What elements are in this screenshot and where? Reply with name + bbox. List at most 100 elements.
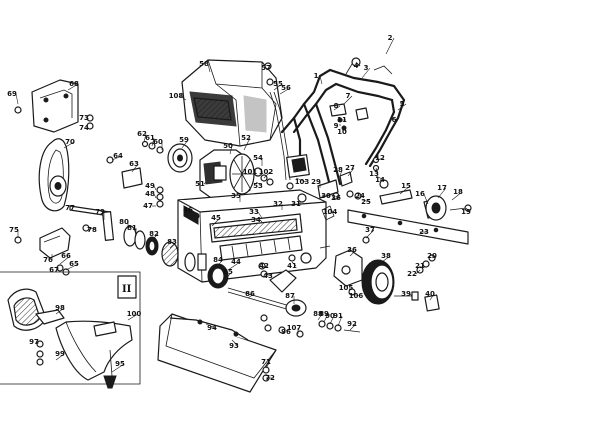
- leader-line-90: [329, 315, 335, 325]
- leader-line-12: [375, 157, 385, 161]
- leader-line-83: [169, 241, 177, 249]
- leader-line-108: [179, 95, 187, 101]
- bearing-assembly: [207, 254, 297, 311]
- belt-drive-cover: [14, 79, 94, 133]
- callout-50: 50: [223, 142, 233, 150]
- leader-line-21: [419, 265, 425, 269]
- leader-line-91: [337, 315, 343, 327]
- callout-14: 14: [375, 176, 385, 184]
- callout-25: 25: [361, 198, 371, 206]
- leader-line-33: [257, 211, 263, 219]
- leader-line-70: [63, 141, 75, 149]
- leader-line-43: [263, 273, 273, 277]
- leader-line-61: [151, 137, 155, 147]
- leader-line-38: [381, 255, 391, 263]
- push-handle: [280, 57, 406, 188]
- callout-22: 22: [407, 270, 417, 278]
- leader-line-18: [451, 191, 463, 201]
- drive-belt: [38, 138, 70, 212]
- callout-90: 90: [325, 312, 335, 320]
- callout-62: 62: [137, 130, 147, 138]
- bracket-and-washers: [106, 156, 164, 208]
- callout-94: 94: [207, 324, 217, 332]
- callout-20: 20: [427, 252, 437, 260]
- leader-line-106: [351, 293, 361, 297]
- callout-63: 63: [129, 160, 139, 168]
- callout-103: 103: [295, 178, 310, 186]
- rear-wheel: [361, 254, 440, 312]
- leader-line-50: [229, 145, 233, 155]
- callout-35: 35: [231, 192, 241, 200]
- callout-61: 61: [145, 134, 155, 142]
- motor-cover: [181, 59, 283, 147]
- leader-line-56: [279, 87, 291, 95]
- callout-68: 68: [69, 80, 79, 88]
- leader-line-25: [361, 199, 371, 203]
- leader-line-59: [181, 139, 189, 149]
- callout-88: 88: [313, 310, 323, 318]
- callout-74: 74: [79, 124, 89, 132]
- callout-86: 86: [245, 290, 255, 298]
- leader-line-88: [317, 313, 323, 321]
- leader-line-2: [385, 37, 395, 55]
- leader-line-84: [217, 259, 223, 267]
- leader-line-36: [349, 249, 357, 257]
- leader-line-58: [207, 63, 211, 73]
- callout-60: 60: [153, 138, 163, 146]
- callout-27: 27: [345, 164, 355, 172]
- callout-23: 23: [419, 228, 429, 236]
- leader-line-8: [333, 105, 341, 111]
- callout-48: 48: [145, 190, 155, 198]
- callout-100: 100: [127, 310, 142, 318]
- callout-41: 41: [287, 262, 297, 270]
- callout-3: 3: [364, 64, 369, 72]
- leader-lines: [15, 37, 471, 379]
- leader-line-28: [339, 169, 343, 177]
- leader-line-57: [265, 67, 271, 71]
- callout-73: 73: [79, 114, 89, 122]
- callout-24: 24: [355, 192, 365, 200]
- callout-32: 32: [273, 200, 283, 208]
- callout-72: 72: [265, 374, 275, 382]
- callout-49: 49: [145, 182, 155, 190]
- callout-19: 19: [461, 208, 471, 216]
- callout-97: 97: [29, 338, 39, 346]
- callout-95: 95: [115, 360, 125, 368]
- callout-1: 1: [314, 72, 319, 80]
- callout-6: 6: [392, 116, 397, 124]
- leader-line-19: [465, 207, 471, 213]
- leader-line-66: [59, 255, 71, 265]
- callout-39: 39: [401, 290, 411, 298]
- front-wheel-assembly: [372, 156, 472, 221]
- leader-line-37: [365, 229, 375, 239]
- wheel-bracket: [319, 236, 370, 296]
- leader-line-34: [259, 219, 263, 223]
- callout-30: 30: [321, 192, 331, 200]
- callout-81: 81: [127, 224, 137, 232]
- callout-44: 44: [231, 258, 241, 266]
- callout-64: 64: [113, 152, 123, 160]
- leader-line-13: [375, 167, 379, 175]
- leader-line-69: [15, 93, 19, 105]
- callout-33: 33: [249, 208, 259, 216]
- leader-line-103: [295, 177, 307, 183]
- callout-21: 21: [415, 262, 425, 270]
- motor-pulley: [141, 140, 193, 173]
- leader-line-49: [153, 185, 157, 191]
- callout-69: 69: [7, 90, 17, 98]
- leader-line-5: [397, 103, 407, 111]
- leader-line-94: [205, 323, 217, 329]
- tine-shaft-parts: [260, 299, 361, 338]
- leader-line-63: [131, 163, 139, 173]
- leader-line-86: [247, 293, 255, 299]
- leader-line-17: [437, 187, 447, 199]
- callout-18: 18: [453, 188, 463, 196]
- callout-59: 59: [179, 136, 189, 144]
- callout-17: 17: [437, 184, 447, 192]
- electric-motor: [199, 149, 274, 201]
- leader-line-22: [415, 269, 421, 275]
- callout-47: 47: [143, 202, 153, 210]
